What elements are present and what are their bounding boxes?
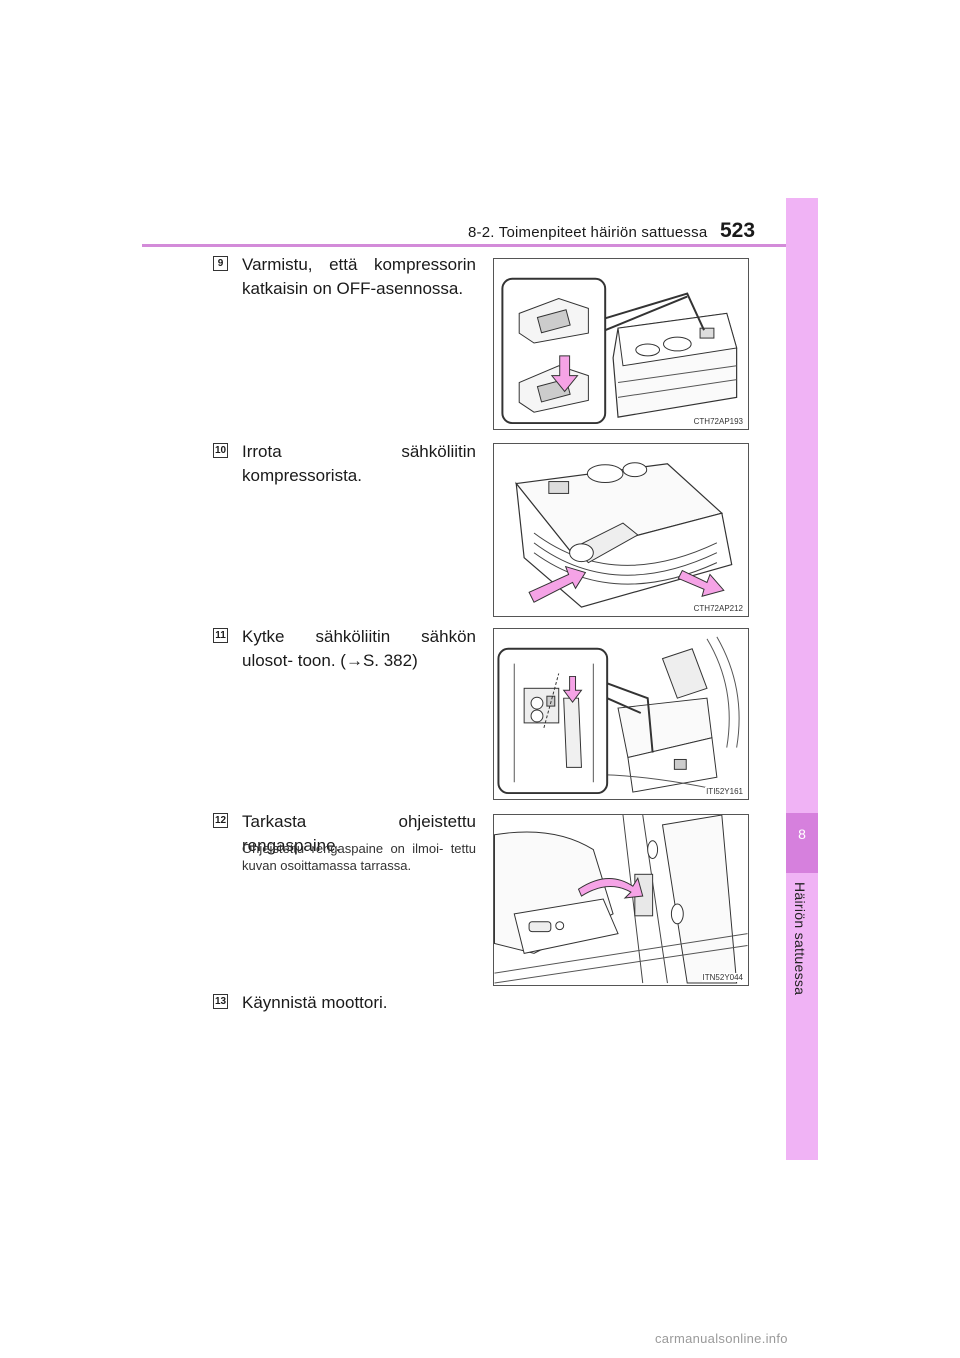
chapter-title: Häiriön sattuessa [792, 882, 808, 996]
step-number-9: 9 [213, 256, 228, 271]
figure-tire-pressure-label: ITN52Y044 [493, 814, 749, 986]
step-text-10: Irrota sähköliitin kompressorista. [242, 442, 476, 485]
chapter-number: 8 [798, 826, 806, 842]
section-title: 8-2. Toimenpiteet häiriön sattuessa [468, 224, 708, 241]
figure-code: CTH72AP193 [692, 417, 744, 426]
figure-code: ITN52Y044 [701, 973, 744, 982]
step-number-12: 12 [213, 813, 228, 828]
power-outlet-illustration [497, 636, 742, 796]
figure-power-outlet: ITI52Y161 [493, 628, 749, 800]
step-text-13: Käynnistä moottori. [242, 993, 388, 1012]
step-note-12: Ohjeistettu rengaspaine on ilmoi- tettu … [242, 841, 476, 873]
step-number-10: 10 [213, 443, 228, 458]
chapter-number-box [786, 813, 818, 873]
chapter-side-tab [786, 198, 818, 1160]
compressor-switch-illustration [501, 277, 738, 425]
step-text-12: Tarkasta ohjeistettu rengaspaine. [242, 812, 476, 855]
step-number-11: 11 [213, 628, 228, 643]
step-text-11: Kytke sähköliitin sähkön ulosot- toon. (… [242, 627, 476, 670]
figure-disconnect-connector: CTH72AP212 [493, 443, 749, 617]
header-rule [142, 244, 818, 247]
figure-code: CTH72AP212 [692, 604, 744, 613]
page-number: 523 [720, 219, 756, 242]
disconnect-connector-illustration [515, 462, 733, 608]
tire-pressure-label-illustration [494, 815, 748, 984]
step-text-9: Varmistu, että kompressorin katkaisin on… [242, 255, 476, 298]
figure-code: ITI52Y161 [705, 787, 744, 796]
watermark: carmanualsonline.info [655, 1331, 788, 1346]
figure-compressor-switch: CTH72AP193 [493, 258, 749, 430]
step-number-13: 13 [213, 994, 228, 1009]
